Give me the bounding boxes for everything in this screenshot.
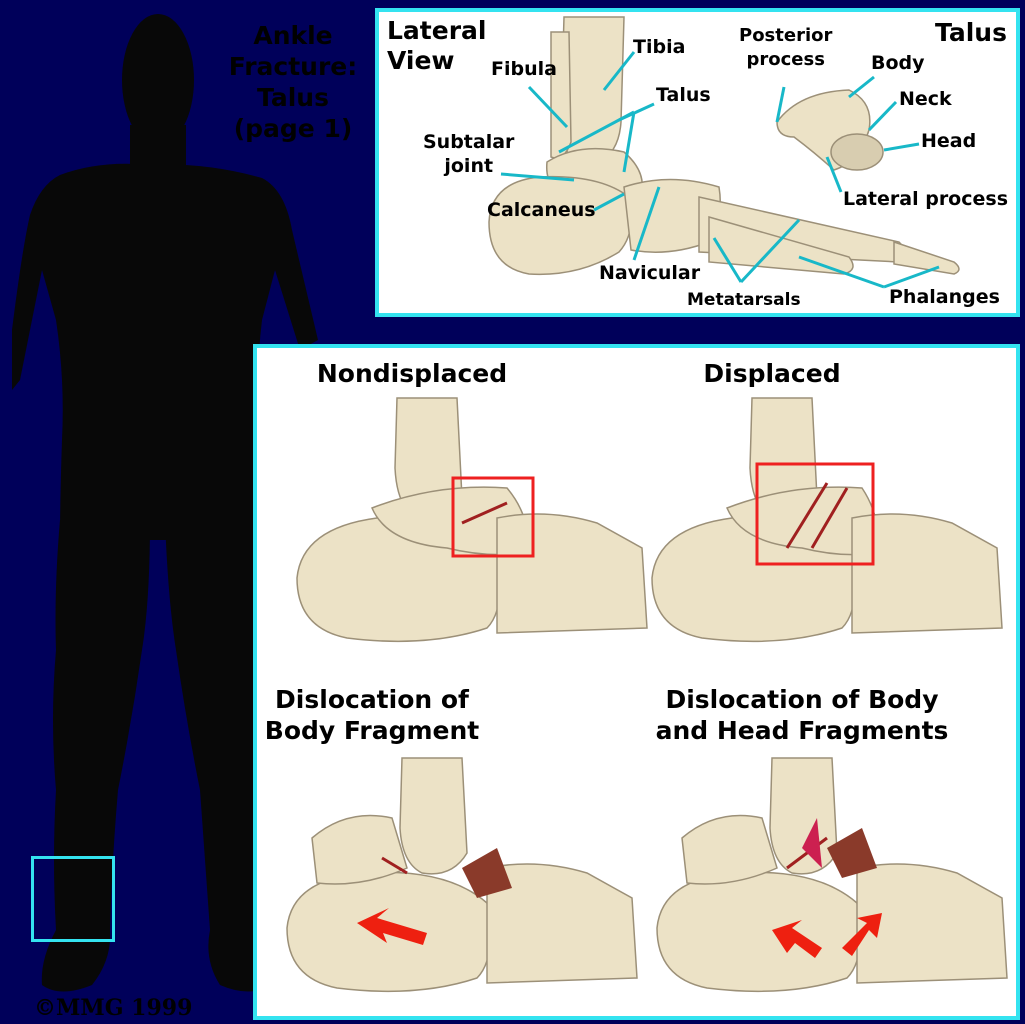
lateral-view-panel: Lateral View Tibia Fibula Talus Subtalar… bbox=[375, 8, 1020, 317]
body-label: Body bbox=[871, 52, 925, 74]
posterior-process-label: Posterior process bbox=[739, 24, 832, 72]
copyright-text: ©MMG 1999 bbox=[34, 995, 192, 1021]
fracture-types-panel: Nondisplaced Displaced Dislocation of Bo… bbox=[253, 344, 1020, 1020]
page-title: Ankle Fracture: Talus (page 1) bbox=[208, 20, 378, 144]
neck-label: Neck bbox=[899, 88, 952, 110]
head-label: Head bbox=[921, 130, 976, 152]
talus-label: Talus bbox=[656, 84, 711, 106]
nondisplaced-caption: Nondisplaced bbox=[277, 358, 547, 389]
talus-detail-heading: Talus bbox=[935, 18, 1007, 47]
subtalar-joint-label: Subtalar joint bbox=[423, 130, 514, 178]
dislocation-body-head-caption: Dislocation of Body and Head Fragments bbox=[642, 684, 962, 746]
tibia-label: Tibia bbox=[633, 36, 685, 58]
lateral-process-label: Lateral process bbox=[843, 188, 1008, 210]
dislocation-body-caption: Dislocation of Body Fragment bbox=[257, 684, 487, 746]
lateral-view-heading: Lateral View bbox=[387, 16, 486, 76]
displaced-caption: Displaced bbox=[657, 358, 887, 389]
ankle-highlight-box bbox=[31, 856, 115, 942]
metatarsals-label: Metatarsals bbox=[687, 290, 801, 310]
navicular-label: Navicular bbox=[599, 262, 700, 284]
calcaneus-label: Calcaneus bbox=[487, 199, 596, 221]
phalanges-label: Phalanges bbox=[889, 286, 1000, 308]
fibula-label: Fibula bbox=[491, 58, 557, 80]
